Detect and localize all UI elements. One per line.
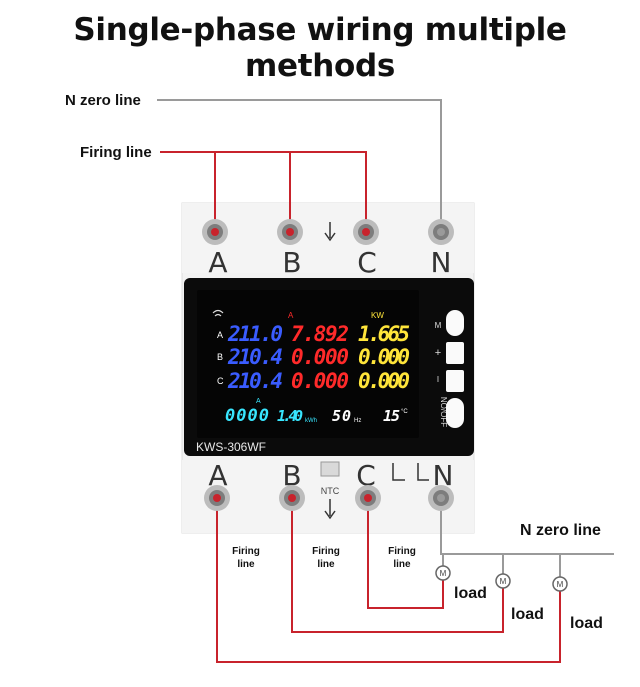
firing-line-3-label: Firing [388, 546, 416, 557]
phase-b-label: B [217, 352, 223, 362]
ntc-port [320, 461, 340, 477]
terminal-screw-top-a [202, 219, 228, 245]
wifi-icon [212, 309, 224, 317]
n-zero-line-top-label: N zero line [65, 92, 141, 109]
terminal-label-bottom-a: A [208, 459, 227, 492]
load-2-label: load [511, 606, 544, 623]
load-3-label: load [570, 615, 603, 632]
phase-a-label: A [217, 330, 223, 340]
plus-button-label: + [435, 347, 441, 359]
motor-label-3: M [557, 580, 564, 589]
terminal-label-top-b: B [282, 246, 301, 279]
firing-line-2-label-2: line [317, 559, 335, 570]
terminal-screw-top-c [353, 219, 379, 245]
voltage-c: 210.4 [227, 369, 283, 393]
power-c: 0.000 [358, 369, 410, 393]
terminal-label-bottom-c: C [356, 459, 376, 492]
page-title: Single-phase wiring multiple methods [73, 12, 567, 84]
motor-icon-1: M [435, 565, 451, 581]
motor-icon-3: M [552, 576, 568, 592]
power-header: KW [371, 311, 384, 320]
m-button[interactable] [446, 310, 464, 336]
current-b: 0.000 [291, 345, 349, 369]
current-c: 0.000 [291, 369, 349, 393]
i-button-label: I [437, 375, 439, 384]
motor-label-2: M [500, 577, 507, 586]
n-zero-wire-top [157, 99, 442, 222]
power-b: 0.000 [358, 345, 410, 369]
voltage-a: 211.0 [227, 322, 283, 346]
terminal-label-top-a: A [208, 246, 227, 279]
onoff-button[interactable] [446, 398, 464, 428]
firing-wire-top [160, 151, 367, 222]
terminal-screw-top-b [277, 219, 303, 245]
firing-line-3-label-2: line [393, 559, 411, 570]
firing-wire-bottom-c [367, 508, 444, 609]
arrow-down-icon-bottom [324, 499, 336, 520]
energy-decimal: 1.40 [277, 407, 303, 425]
voltage-b: 210.4 [227, 345, 283, 369]
firing-wire-bottom-a [216, 508, 561, 663]
arrow-down-icon [324, 222, 336, 242]
load-1-label: load [454, 585, 487, 602]
terminal-screw-bottom-b [279, 485, 305, 511]
firing-line-1-label: Firing [232, 546, 260, 557]
power-a: 1.665 [358, 322, 410, 346]
terminal-label-bottom-b: B [282, 459, 301, 492]
motor-label-1: M [440, 569, 447, 578]
terminal-label-top-n: N [431, 246, 452, 279]
model-label: KWS-306WF [196, 440, 266, 454]
current-header: A [288, 311, 294, 320]
terminal-label-bottom-n: N [433, 459, 454, 492]
firing-wire-bottom-b [291, 508, 504, 633]
onoff-button-label: NO/OFF [439, 397, 448, 427]
firing-line-top-label: Firing line [80, 144, 152, 161]
energy-value: 0000 [225, 406, 269, 426]
temperature-value: 15 [383, 407, 400, 425]
lcd-screen [197, 290, 419, 438]
terminal-screw-bottom-c [355, 485, 381, 511]
frequency-unit: Hz [354, 418, 361, 424]
terminal-screw-top-n [428, 219, 454, 245]
terminal-screw-bottom-a [204, 485, 230, 511]
ntc-label: NTC [321, 486, 340, 496]
frequency-value: 50 [332, 407, 351, 425]
motor-icon-2: M [495, 573, 511, 589]
plus-button[interactable] [446, 342, 464, 364]
m-button-label: M [435, 321, 442, 330]
energy-label: A [256, 398, 261, 405]
temperature-unit: °C [401, 409, 408, 415]
firing-line-2-label: Firing [312, 546, 340, 557]
terminal-label-top-c: C [357, 246, 377, 279]
terminal-screw-bottom-n [428, 485, 454, 511]
phase-c-label: C [217, 376, 224, 386]
n-zero-line-bottom-label: N zero line [520, 522, 601, 539]
n-zero-wire-bottom [440, 508, 614, 555]
energy-unit: kWh [305, 418, 317, 424]
firing-line-1-label-2: line [237, 559, 255, 570]
current-a: 7.892 [291, 322, 349, 346]
i-button[interactable] [446, 370, 464, 392]
bracket-icon [392, 463, 429, 481]
